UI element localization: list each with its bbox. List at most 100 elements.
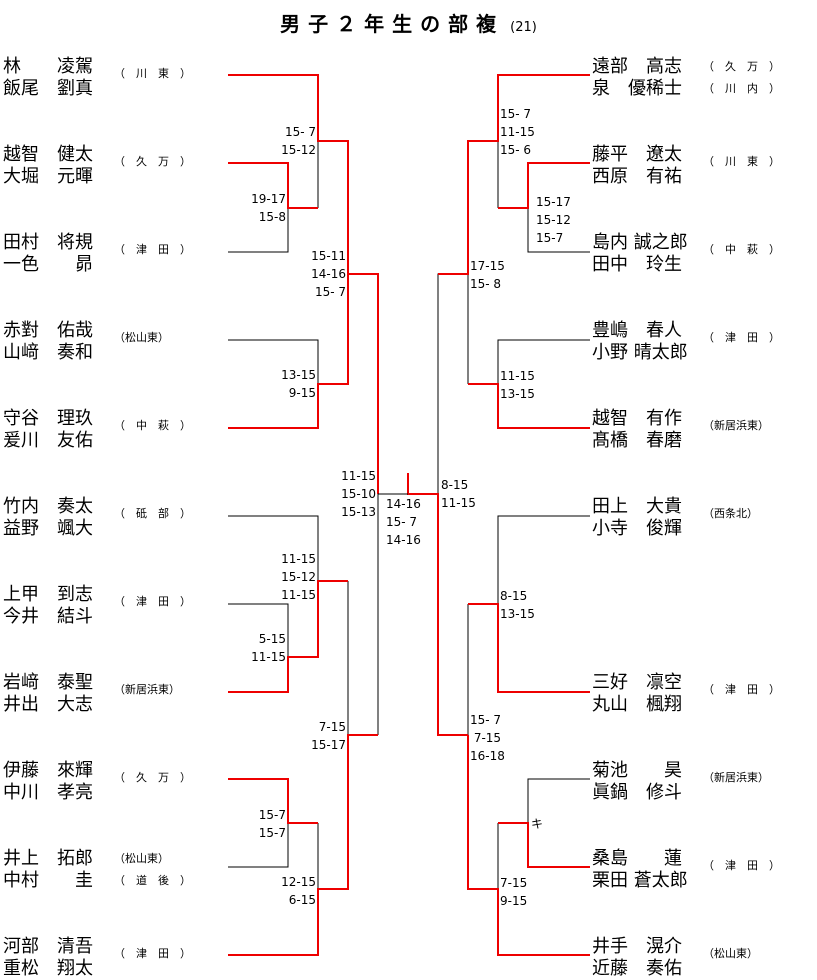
winner-line: [228, 778, 318, 824]
player-name: 栗田 蒼太郎: [592, 870, 688, 891]
bracket-line: [497, 339, 590, 384]
club-name: （新居浜東）: [114, 683, 180, 696]
player-name: 近藤 奏佑: [592, 958, 682, 979]
player-name: 田中 玲生: [592, 254, 682, 275]
club-name: （ 津 田 ）: [114, 595, 191, 608]
player-name: 桑島 蓮: [592, 848, 682, 869]
club-name: （ 中 萩 ）: [114, 419, 191, 432]
player-name: 菊池 昊: [592, 760, 682, 781]
winner-line: [498, 162, 590, 209]
winner-line: [468, 383, 590, 429]
club-name: （ 久 万 ）: [703, 60, 780, 73]
bracket-line: [228, 603, 289, 657]
winner-line: [228, 580, 348, 693]
player-name: 赤對 佑哉: [3, 320, 93, 341]
score: キ: [531, 817, 544, 831]
player-name: 益野 颯大: [3, 518, 93, 539]
bracket-line: [228, 339, 319, 384]
player-name: 爰川 友佑: [3, 430, 93, 451]
player-name: 一色 昴: [3, 254, 93, 275]
club-name: （ 久 万 ）: [114, 771, 191, 784]
bracket-line: [527, 778, 590, 823]
player-name: 髙橋 春磨: [592, 430, 682, 451]
club-name: （ 中 萩 ）: [703, 243, 780, 256]
player-name: 遠部 高志: [592, 56, 682, 77]
player-name: 井上 拓郎: [3, 848, 93, 869]
winner-line: [498, 822, 590, 868]
player-name: 泉 優稀士: [592, 78, 682, 99]
player-name: 上甲 到志: [3, 584, 93, 605]
player-name: 岩﨑 泰聖: [3, 672, 93, 693]
title-text: 男子２年生の部複: [280, 12, 505, 36]
player-name: 重松 翔太: [3, 958, 93, 979]
player-name: 越智 有作: [592, 408, 682, 429]
winner-line: [407, 473, 468, 736]
club-name: （松山東）: [703, 947, 758, 960]
winner-line: [228, 734, 378, 956]
page-title: 男子２年生の部複 (21): [0, 8, 817, 37]
player-name: 今井 結斗: [3, 606, 93, 627]
club-name: （ 川 内 ）: [703, 82, 780, 95]
player-name: 林 凌駕: [3, 56, 93, 77]
club-name: （ 津 田 ）: [703, 683, 780, 696]
club-name: （ 砥 部 ）: [114, 507, 191, 520]
club-name: （ 久 万 ）: [114, 155, 191, 168]
player-name: 大堀 元暉: [3, 166, 93, 187]
player-name: 中川 孝亮: [3, 782, 93, 803]
bracket-line: [527, 208, 590, 253]
player-name: 島内 誠之郎: [592, 232, 688, 253]
player-name: 豊嶋 春人: [592, 320, 682, 341]
club-name: （新居浜東）: [703, 771, 769, 784]
club-name: （ 津 田 ）: [114, 243, 191, 256]
club-name: （松山東）: [114, 331, 169, 344]
club-name: （ 津 田 ）: [114, 947, 191, 960]
club-name: （ 川 東 ）: [703, 155, 780, 168]
player-name: 飯尾 劉真: [3, 78, 93, 99]
winner-line: [228, 74, 379, 494]
bracket-line: [228, 823, 289, 868]
player-name: 伊藤 來輝: [3, 760, 93, 781]
player-name: 田上 大貴: [592, 496, 682, 517]
winner-line: [438, 74, 590, 275]
player-name: 眞鍋 修斗: [592, 782, 682, 803]
winner-line: [228, 162, 318, 209]
entry-count: (21): [510, 20, 537, 35]
player-name: 河部 清吾: [3, 936, 93, 957]
player-name: 竹内 奏太: [3, 496, 93, 517]
player-name: 井出 大志: [3, 694, 93, 715]
player-name: 中村 圭: [3, 870, 93, 891]
club-name: （西条北）: [703, 507, 758, 520]
club-name: （松山東）: [114, 852, 169, 865]
club-name: （新居浜東）: [703, 419, 769, 432]
club-name: （ 川 東 ）: [114, 67, 191, 80]
player-name: 小寺 俊輝: [592, 518, 682, 539]
club-name: （ 津 田 ）: [703, 331, 780, 344]
player-name: 三好 凛空: [592, 672, 682, 693]
winner-line: [228, 274, 349, 429]
bracket-line: [228, 515, 319, 581]
club-name: （ 津 田 ）: [703, 859, 780, 872]
bracket-line: [228, 208, 289, 253]
player-name: 丸山 楓翔: [592, 694, 682, 715]
player-name: 小野 晴太郎: [592, 342, 688, 363]
winner-line: [468, 603, 590, 693]
player-name: 藤平 遼太: [592, 144, 682, 165]
player-name: 山﨑 奏和: [3, 342, 93, 363]
bracket-line: [497, 515, 590, 604]
